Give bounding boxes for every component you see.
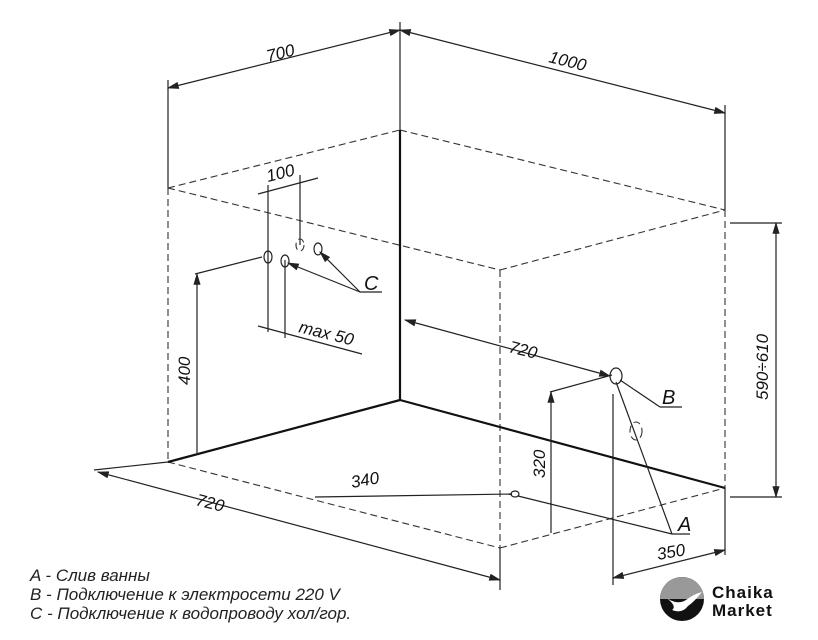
dim-320: 320 — [530, 449, 549, 478]
dim-400: 400 — [175, 356, 194, 385]
label-a: A — [677, 514, 691, 536]
legend-item-a: A - Слив ванны — [30, 566, 150, 585]
dim-350: 350 — [655, 540, 687, 564]
dim-720-floor: 720 — [194, 490, 227, 515]
legend-item-c: C - Подключение к водопроводу хол/гор. — [30, 604, 352, 623]
dim-720-electric: 720 — [507, 337, 540, 362]
box-outline — [167, 129, 726, 549]
legend-item-b: B - Подключение к электросети 220 V — [30, 585, 340, 604]
dim-340: 340 — [349, 468, 381, 492]
logo-text: Chaika Market — [712, 584, 774, 620]
dim-590-610: 590÷610 — [753, 333, 772, 400]
logo-line1: Chaika — [712, 583, 774, 602]
dim-700: 700 — [264, 40, 297, 65]
dim-1000: 1000 — [547, 47, 589, 75]
label-c: C — [364, 273, 379, 295]
chaika-logo-icon — [660, 577, 704, 621]
dim-100: 100 — [264, 160, 297, 185]
legend: A - Слив ванны B - Подключение к электро… — [30, 566, 351, 623]
label-b: B — [662, 387, 675, 409]
logo-line2: Market — [712, 601, 773, 620]
dimension-lines — [93, 22, 782, 590]
